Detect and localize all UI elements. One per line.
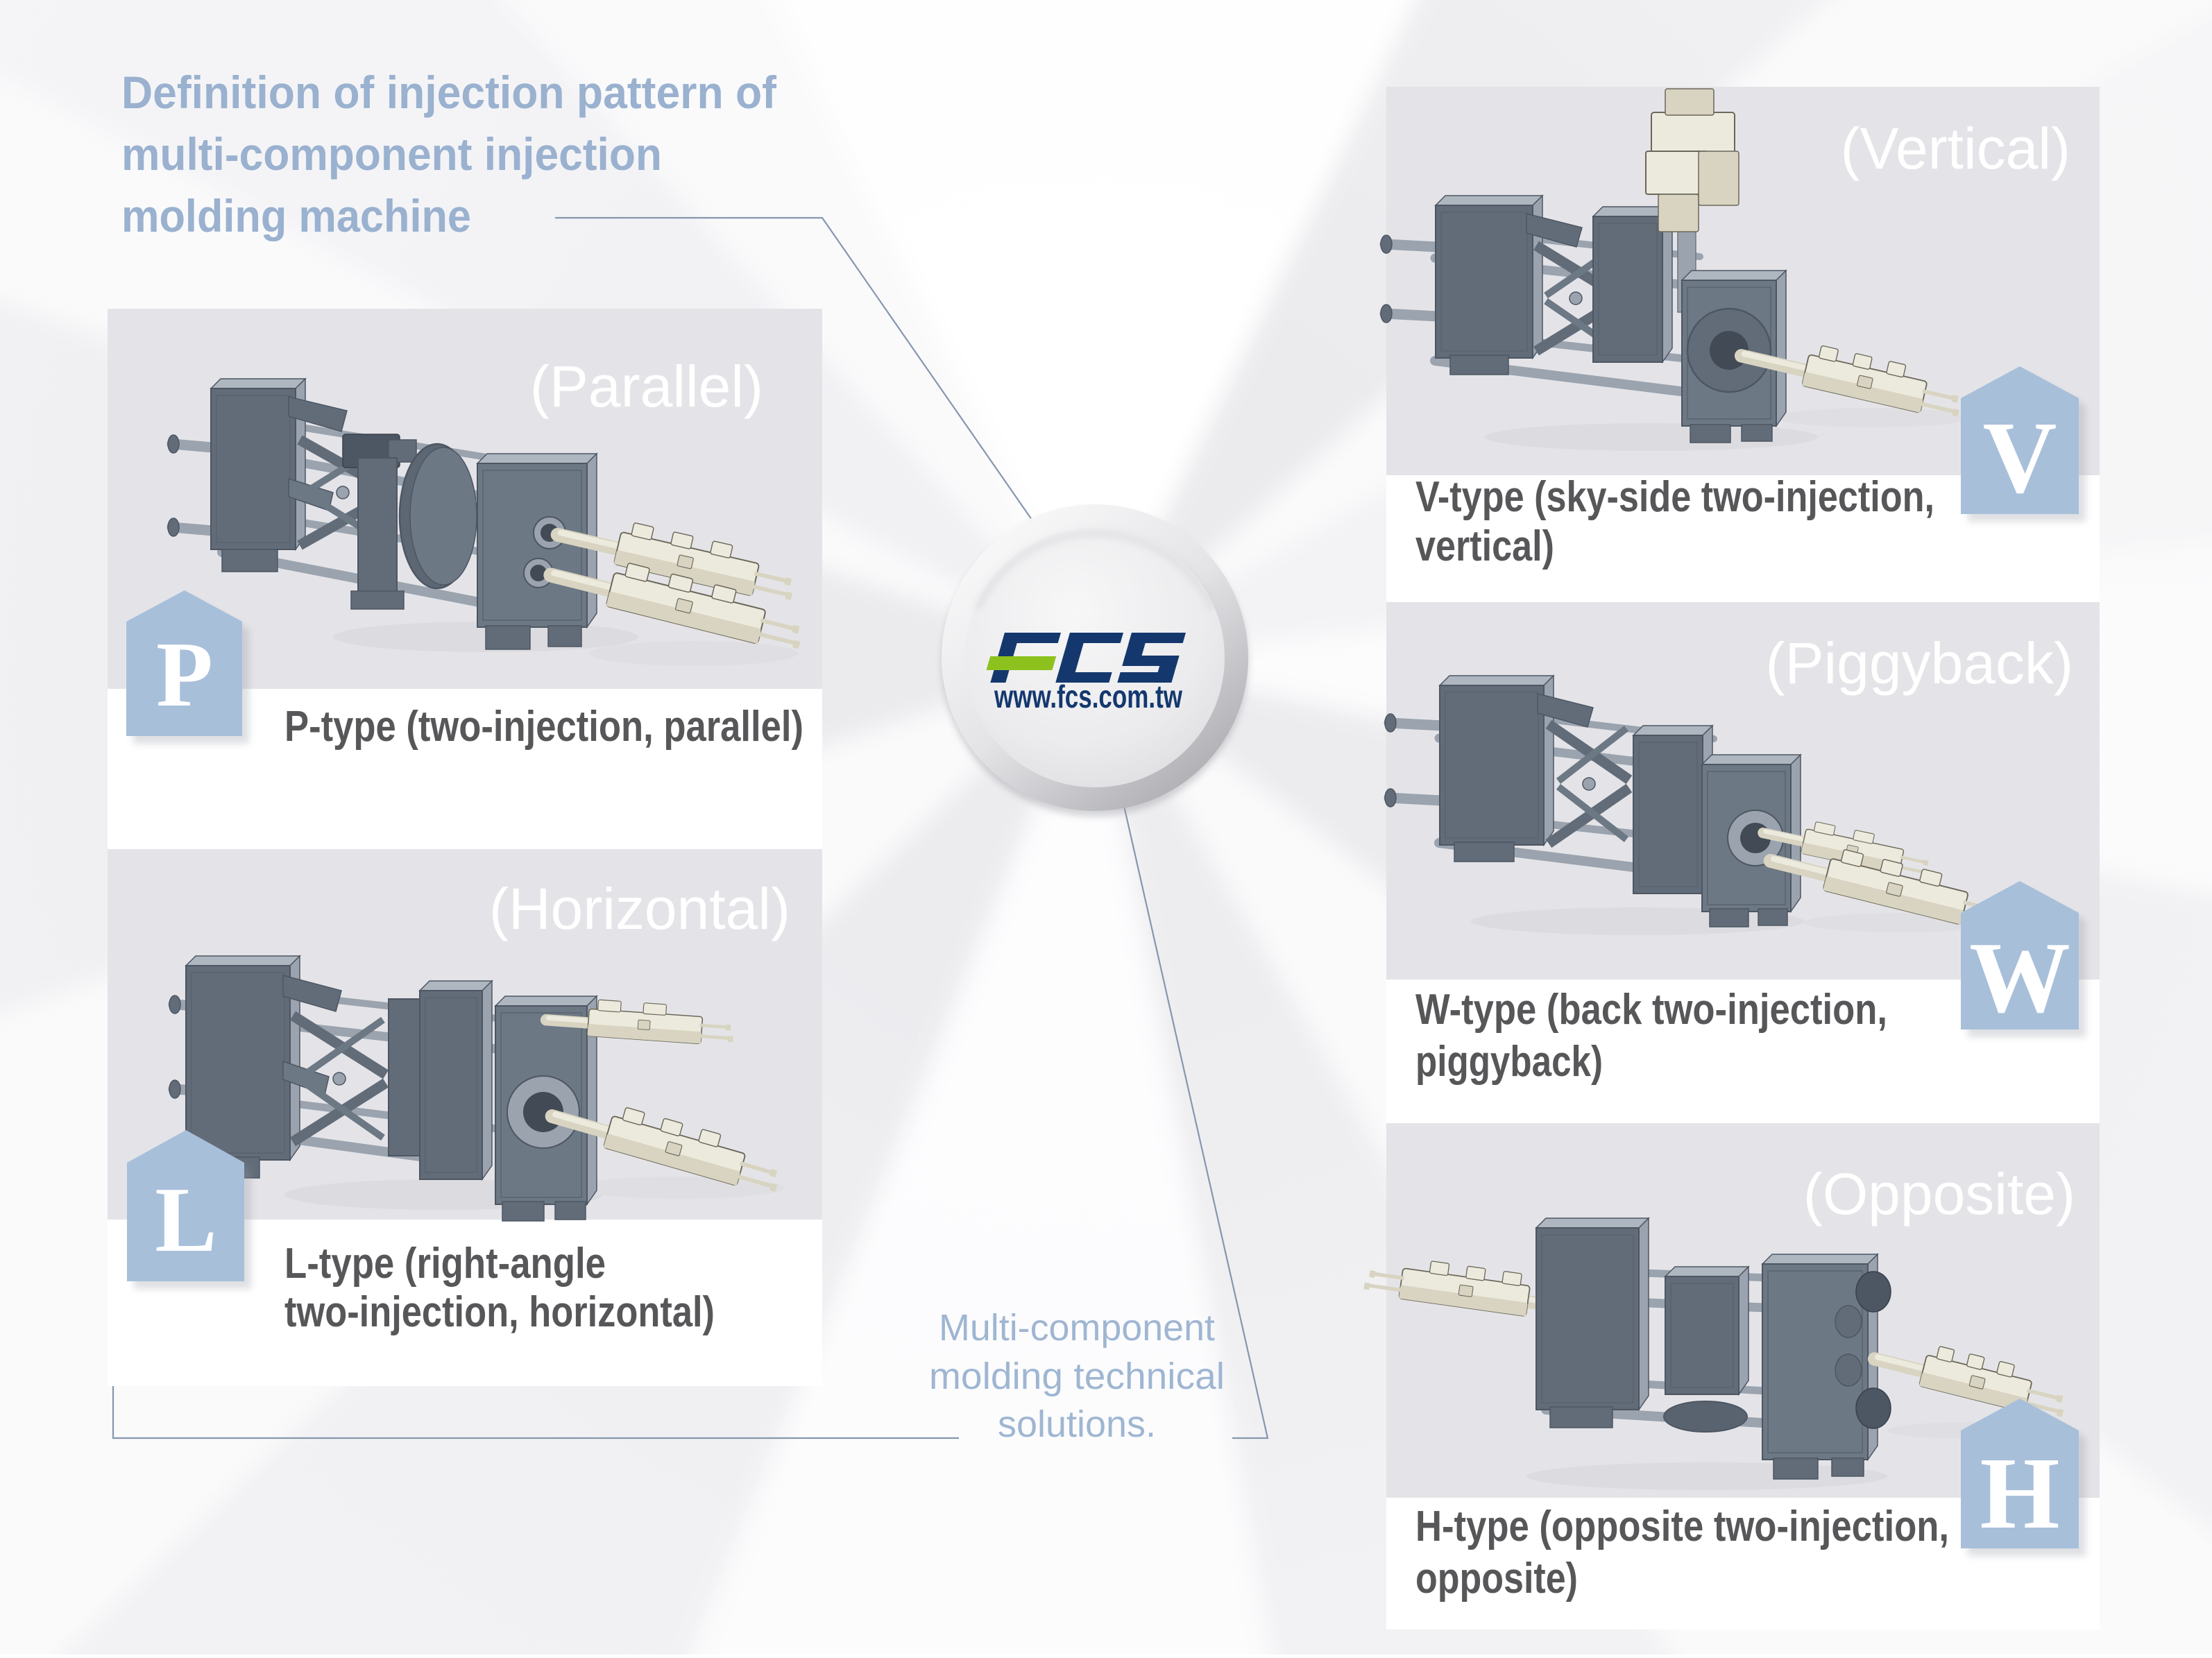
svg-text:H-type (opposite two-injection: H-type (opposite two-injection, (1415, 1503, 1949, 1550)
svg-text:piggyback): piggyback) (1415, 1038, 1603, 1086)
svg-text:W: W (1969, 921, 2070, 1034)
svg-text:(Vertical): (Vertical) (1841, 116, 2070, 181)
svg-text:(Piggyback): (Piggyback) (1765, 631, 2073, 696)
svg-text:P: P (156, 623, 213, 726)
svg-text:(Opposite): (Opposite) (1803, 1161, 2075, 1227)
svg-text:vertical): vertical) (1415, 522, 1554, 570)
svg-text:Multi-component: Multi-component (939, 1307, 1215, 1349)
svg-text:opposite): opposite) (1415, 1555, 1578, 1603)
svg-text:www.fcs.com.tw: www.fcs.com.tw (994, 678, 1182, 715)
svg-text:two-injection, horizontal): two-injection, horizontal) (284, 1288, 715, 1336)
svg-text:multi-component injection: multi-component injection (121, 128, 662, 180)
svg-text:molding machine: molding machine (121, 190, 471, 241)
svg-text:V: V (1983, 401, 2057, 515)
svg-text:W-type (back two-injection,: W-type (back two-injection, (1415, 986, 1887, 1034)
svg-text:P-type (two-injection, paralle: P-type (two-injection, parallel) (284, 703, 803, 751)
svg-text:L: L (155, 1168, 216, 1271)
svg-text:(Horizontal): (Horizontal) (489, 876, 790, 941)
svg-text:molding technical: molding technical (929, 1356, 1225, 1397)
svg-text:H: H (1980, 1437, 2059, 1550)
svg-text:(Parallel): (Parallel) (530, 354, 763, 419)
svg-text:L-type (right-angle: L-type (right-angle (284, 1240, 606, 1288)
svg-text:solutions.: solutions. (998, 1403, 1156, 1445)
svg-text:Definition of injection patter: Definition of injection pattern of (121, 67, 777, 118)
svg-text:V-type (sky-side two-injection: V-type (sky-side two-injection, (1415, 473, 1934, 521)
